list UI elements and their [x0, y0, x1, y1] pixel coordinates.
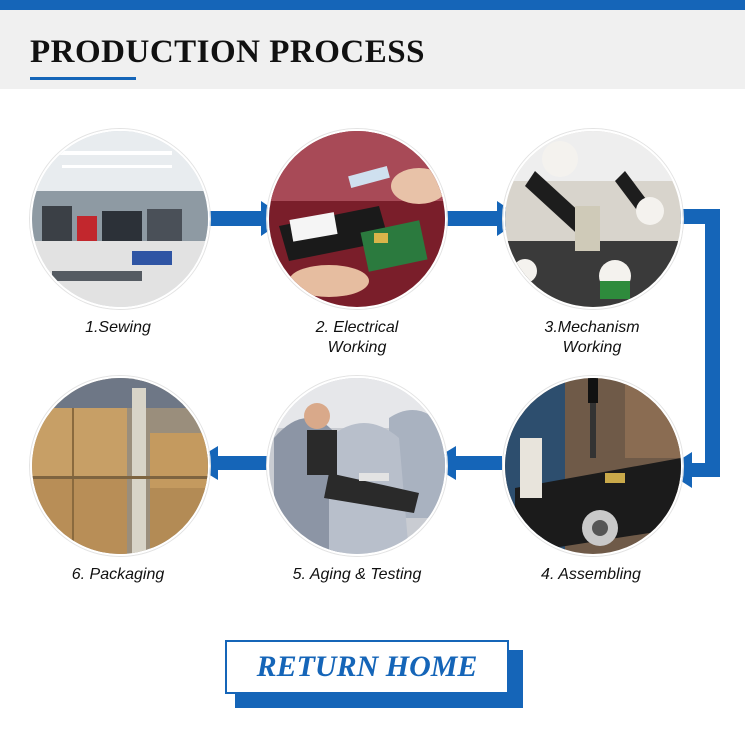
- step-1-label: 1.Sewing: [85, 319, 151, 336]
- step-1-photo: [30, 129, 210, 309]
- return-home-button[interactable]: RETURN HOME: [225, 640, 509, 694]
- page-title: PRODUCTION PROCESS: [30, 34, 425, 70]
- arrow-4-to-5: [454, 456, 502, 470]
- step-5-label: 5. Aging & Testing: [292, 566, 422, 583]
- return-home-wrapper: RETURN HOME: [225, 640, 525, 710]
- mechanism-rollers-icon: [505, 131, 681, 307]
- arrow-3-to-4-bottom: [690, 463, 720, 477]
- arrow-3-to-4-top: [678, 209, 718, 224]
- arrow-5-to-6: [215, 456, 267, 470]
- arrow-2-to-3: [442, 211, 499, 226]
- massage-chair-testing-icon: [269, 378, 445, 554]
- title-underline: [30, 77, 136, 80]
- arrow-3-to-4-vertical: [705, 209, 720, 477]
- step-6-label: 6. Packaging: [71, 566, 165, 583]
- step-2-photo: [267, 129, 447, 309]
- step-5-photo: [267, 376, 447, 556]
- step-3-label: 3.Mechanism Working: [544, 319, 640, 356]
- cardboard-boxes-icon: [32, 378, 208, 554]
- step-4-photo: [503, 376, 683, 556]
- step-6-photo: [30, 376, 210, 556]
- step-3-photo: [503, 129, 683, 309]
- step-4-label: 4. Assembling: [541, 566, 641, 583]
- page-header: PRODUCTION PROCESS: [0, 10, 745, 89]
- step-2-label: 2. Electrical Working: [315, 319, 399, 356]
- sewing-workshop-icon: [32, 131, 208, 307]
- arrow-1-to-2: [205, 211, 263, 226]
- electrical-board-icon: [269, 131, 445, 307]
- top-accent-bar: [0, 0, 745, 10]
- assembling-screwdriver-icon: [505, 378, 681, 554]
